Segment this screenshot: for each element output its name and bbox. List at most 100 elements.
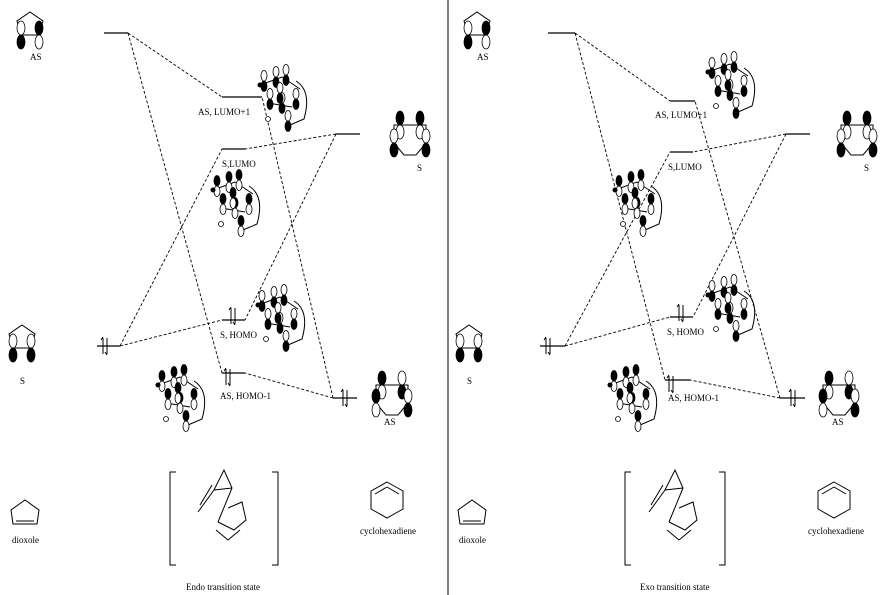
dioxole-as-label: AS	[30, 52, 42, 62]
ts-label: Exo transition state	[640, 582, 710, 592]
diene-s-orbital	[389, 110, 431, 158]
atom	[255, 302, 261, 308]
p-orbital-lobe	[245, 203, 253, 215]
atom	[257, 82, 263, 88]
p-orbital-lobe	[34, 20, 44, 36]
p-orbital-lobe	[730, 284, 738, 296]
diene-as-orbital	[818, 370, 860, 418]
diene-s-orbital	[836, 110, 878, 158]
cyclohexadiene-structure	[370, 481, 404, 519]
p-orbital-lobe	[634, 420, 642, 432]
electron-pair-arrows	[100, 336, 108, 356]
p-orbital-lobe	[290, 318, 298, 330]
p-orbital-lobe	[272, 66, 280, 78]
correlation-line	[689, 379, 781, 399]
p-orbital-lobe	[213, 175, 221, 187]
p-orbital-lobe	[371, 388, 381, 404]
p-orbital-lobe	[616, 398, 624, 410]
p-orbital-lobe	[377, 370, 387, 386]
correlation-line	[261, 96, 334, 399]
diene-as-orbital	[371, 370, 413, 418]
p-orbital-lobe	[180, 364, 188, 376]
correlation-line	[692, 133, 787, 153]
atom	[210, 187, 216, 193]
oxygen-atom	[615, 416, 621, 422]
p-orbital-lobe	[740, 298, 748, 310]
p-orbital-lobe	[724, 302, 732, 314]
p-orbital-lobe	[229, 187, 237, 199]
p-orbital-lobe	[421, 142, 431, 158]
p-orbital-lobe	[237, 215, 245, 227]
correlation-line	[694, 100, 781, 399]
oxygen-atom	[620, 221, 626, 227]
p-orbital-lobe	[455, 333, 465, 349]
p-orbital-lobe	[615, 175, 623, 187]
lumo1-orbital	[257, 64, 308, 132]
homo1-label: AS, HOMO-1	[220, 391, 271, 401]
dioxole-s-orbital	[8, 324, 36, 363]
p-orbital-lobe	[720, 276, 728, 288]
electron-pair-arrows	[223, 367, 231, 387]
electron-pair-arrows	[228, 306, 236, 326]
p-orbital-lobe	[274, 302, 282, 314]
p-orbital-lobe	[714, 298, 722, 310]
p-orbital-lobe	[842, 110, 852, 126]
atom	[155, 382, 161, 388]
p-orbital-lobe	[190, 388, 198, 400]
dioxole-structure	[10, 499, 40, 525]
p-orbital-lobe	[647, 193, 655, 205]
p-orbital-lobe	[633, 207, 641, 219]
oxygen-atom	[265, 116, 271, 122]
p-orbital-lobe	[258, 290, 266, 302]
p-orbital-lobe	[714, 308, 722, 320]
dioxole-name: dioxole	[459, 535, 486, 545]
p-orbital-lobe	[730, 61, 738, 73]
p-orbital-lobe	[282, 330, 290, 342]
dioxole-structure	[457, 499, 487, 525]
oxygen-atom	[163, 416, 169, 422]
p-orbital-lobe	[270, 286, 278, 298]
p-orbital-lobe	[626, 382, 634, 394]
electron-pair-arrows	[340, 388, 348, 408]
p-orbital-lobe	[626, 392, 634, 404]
p-orbital-lobe	[634, 410, 642, 422]
p-orbital-lobe	[16, 20, 26, 36]
correlation-line	[574, 32, 671, 102]
p-orbital-lobe	[726, 89, 734, 101]
p-orbital-lobe	[628, 402, 636, 414]
electron-pair-arrows	[666, 374, 674, 394]
p-orbital-lobe	[631, 187, 639, 199]
p-orbital-lobe	[463, 34, 473, 50]
diene-as-label: AS	[832, 417, 844, 427]
lumo-orbital	[210, 169, 261, 237]
p-orbital-lobe	[720, 53, 728, 65]
p-orbital-lobe	[481, 20, 491, 36]
p-orbital-lobe	[732, 97, 740, 109]
p-orbital-lobe	[170, 366, 178, 378]
p-orbital-lobe	[473, 333, 483, 349]
p-orbital-lobe	[225, 171, 233, 183]
p-orbital-lobe	[284, 120, 292, 132]
p-orbital-lobe	[868, 128, 878, 144]
homo1-orbital	[607, 364, 658, 432]
p-orbital-lobe	[724, 79, 732, 91]
electron-pair-arrows	[676, 303, 684, 323]
p-orbital-lobe	[708, 280, 716, 292]
p-orbital-lobe	[292, 88, 300, 100]
p-orbital-lobe	[463, 20, 473, 36]
p-orbital-lobe	[164, 388, 172, 400]
ts-brackets	[169, 471, 279, 566]
p-orbital-lobe	[632, 374, 640, 386]
p-orbital-lobe	[174, 382, 182, 394]
homo-orbital	[705, 274, 756, 342]
dioxole-name: dioxole	[12, 535, 39, 545]
p-orbital-lobe	[836, 128, 846, 144]
diene-name: cyclohexadiene	[360, 526, 416, 536]
homo-orbital	[255, 284, 306, 352]
p-orbital-lobe	[266, 98, 274, 110]
p-orbital-lobe	[264, 318, 272, 330]
p-orbital-lobe	[284, 110, 292, 122]
p-orbital-lobe	[708, 57, 716, 69]
